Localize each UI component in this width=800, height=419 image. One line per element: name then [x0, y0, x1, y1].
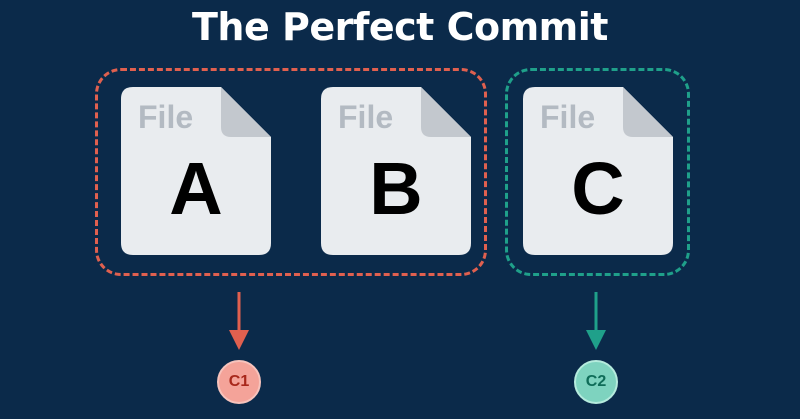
file-b-document: File B	[321, 87, 471, 255]
file-a-letter: A	[169, 147, 223, 230]
file-icon	[321, 87, 471, 255]
arrow-down-icon-c1	[229, 292, 249, 350]
file-c-word: File	[540, 99, 596, 135]
file-b-word: File	[338, 99, 394, 135]
file-a-word: File	[138, 99, 194, 135]
commit-group-c2	[505, 68, 690, 276]
diagram-title: The Perfect Commit	[192, 5, 608, 49]
commit-group-c1	[95, 68, 487, 276]
file-icon	[523, 87, 673, 255]
commit-badge-c2: C2	[574, 360, 618, 404]
file-a-document: File A	[121, 87, 271, 255]
commit-badge-c1: C1	[217, 360, 261, 404]
arrow-down-icon-c2	[586, 292, 606, 350]
file-c-document: File C	[523, 87, 673, 255]
file-c-letter: C	[571, 147, 625, 230]
file-b-letter: B	[369, 147, 423, 230]
file-icon	[121, 87, 271, 255]
